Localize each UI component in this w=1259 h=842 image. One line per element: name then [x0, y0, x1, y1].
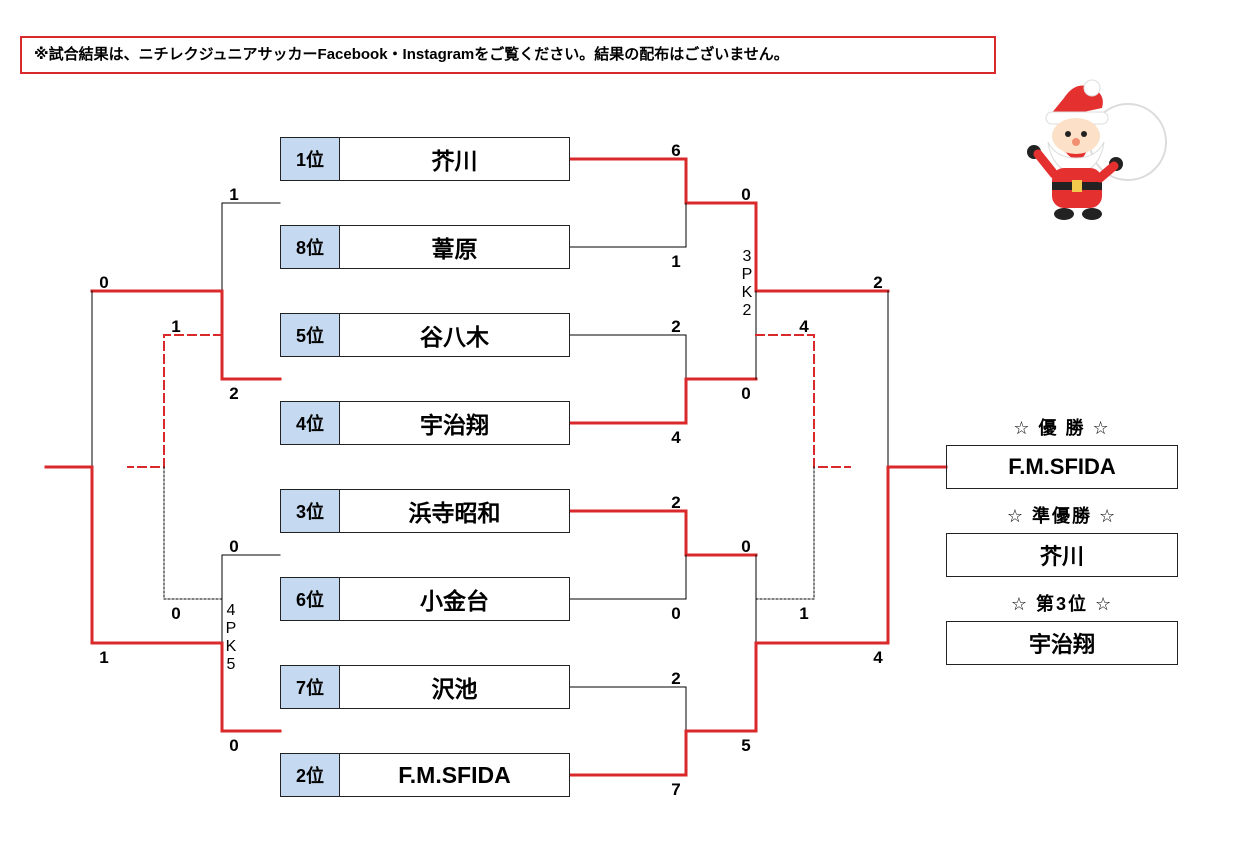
left-r2-bottom-line [90, 641, 282, 733]
third-place-top-line [755, 334, 851, 468]
team-slot: 7位 沢池 [280, 665, 570, 709]
pk-note-right-sf1: 3 P K 2 [741, 248, 753, 319]
left-r2-top-line [221, 554, 281, 644]
left-bracket-lines [44, 202, 282, 733]
score-sf2-bottom: 5 [741, 736, 751, 755]
score-left-third-bottom: 0 [171, 604, 181, 623]
score-qf2-top: 2 [671, 317, 681, 336]
third-place-label: ☆ 第3位 ☆ [1010, 594, 1114, 614]
right-bracket-lines [568, 157, 948, 777]
team-slot: 1位 芥川 [280, 137, 570, 181]
score-qf1-bottom: 1 [671, 252, 681, 271]
score-left-r2-top: 0 [229, 537, 239, 556]
team-slot: 3位 浜寺昭和 [280, 489, 570, 533]
score-sf1-top: 0 [741, 185, 751, 204]
champion-box: F.M.SFIDA [946, 445, 1178, 489]
qf4-bottom-line [568, 729, 758, 777]
third-place-box: 宇治翔 [946, 621, 1178, 665]
score-qf2-bottom: 4 [671, 428, 681, 447]
seed-label: 3位 [281, 490, 340, 532]
seed-label: 5位 [281, 314, 340, 356]
final-bottom-line [886, 465, 948, 645]
team-slot: 5位 谷八木 [280, 313, 570, 357]
third-place-bottom-line [755, 466, 815, 600]
score-left-r1-bottom: 2 [229, 384, 239, 403]
score-qf4-top: 2 [671, 669, 681, 688]
seed-label: 7位 [281, 666, 340, 708]
pk-note-left-r2: 4 P K 5 [225, 602, 237, 673]
team-slot: 6位 小金台 [280, 577, 570, 621]
team-name: 谷八木 [420, 324, 489, 350]
left-r1-top-line [221, 202, 281, 292]
team-name: F.M.SFIDA [398, 761, 511, 788]
score-sf1-bottom: 0 [741, 384, 751, 403]
score-qf3-bottom: 0 [671, 604, 681, 623]
team-name: 葦原 [431, 236, 478, 262]
qf2-top-line [569, 334, 687, 380]
team-name: 芥川 [431, 148, 478, 174]
champion-label: ☆ 優 勝 ☆ [1013, 418, 1111, 438]
runnerup-label: ☆ 準優勝 ☆ [1006, 506, 1118, 526]
left-third-bottom-line [163, 466, 223, 600]
team-slot: 4位 宇治翔 [280, 401, 570, 445]
score-final-top: 2 [873, 273, 883, 292]
score-qf3-top: 2 [671, 493, 681, 512]
score-left-final-bottom: 1 [99, 648, 109, 667]
score-sf2-top: 0 [741, 537, 751, 556]
runnerup-box: 芥川 [946, 533, 1178, 577]
team-name: 小金台 [420, 588, 489, 614]
qf3-top-line [568, 509, 758, 557]
score-left-r2-bottom: 0 [229, 736, 239, 755]
score-left-final-top: 0 [99, 273, 109, 292]
team-name: 沢池 [431, 676, 478, 702]
score-qf4-bottom: 7 [671, 780, 681, 799]
notice-banner: ※試合結果は、ニチレクジュニアサッカーFacebook・Instagramをご覧… [20, 36, 996, 74]
score-left-r1-top: 1 [229, 185, 239, 204]
seed-label: 2位 [281, 754, 340, 796]
left-third-top-line [127, 334, 223, 468]
score-left-third-top: 1 [171, 317, 181, 336]
qf1-bottom-line [569, 202, 687, 248]
score-third-top: 4 [799, 317, 809, 336]
seed-label: 6位 [281, 578, 340, 620]
qf1-top-line [568, 157, 758, 205]
qf3-bottom-line [569, 554, 687, 600]
santa-claus-icon [1027, 79, 1167, 220]
qf4-top-line [569, 686, 687, 732]
team-slot: 8位 葦原 [280, 225, 570, 269]
seed-label: 8位 [281, 226, 340, 268]
score-qf1-top: 6 [671, 141, 681, 160]
seed-label: 1位 [281, 138, 340, 180]
team-name: 浜寺昭和 [408, 500, 501, 526]
score-final-bottom: 4 [873, 648, 883, 667]
team-name: 宇治翔 [420, 412, 489, 438]
left-final-bottom-line [44, 465, 94, 645]
sf2-bottom-line [754, 641, 890, 733]
score-third-bottom: 1 [799, 604, 809, 623]
qf2-bottom-line [568, 377, 758, 425]
team-slot: 2位 F.M.SFIDA [280, 753, 570, 797]
seed-label: 4位 [281, 402, 340, 444]
